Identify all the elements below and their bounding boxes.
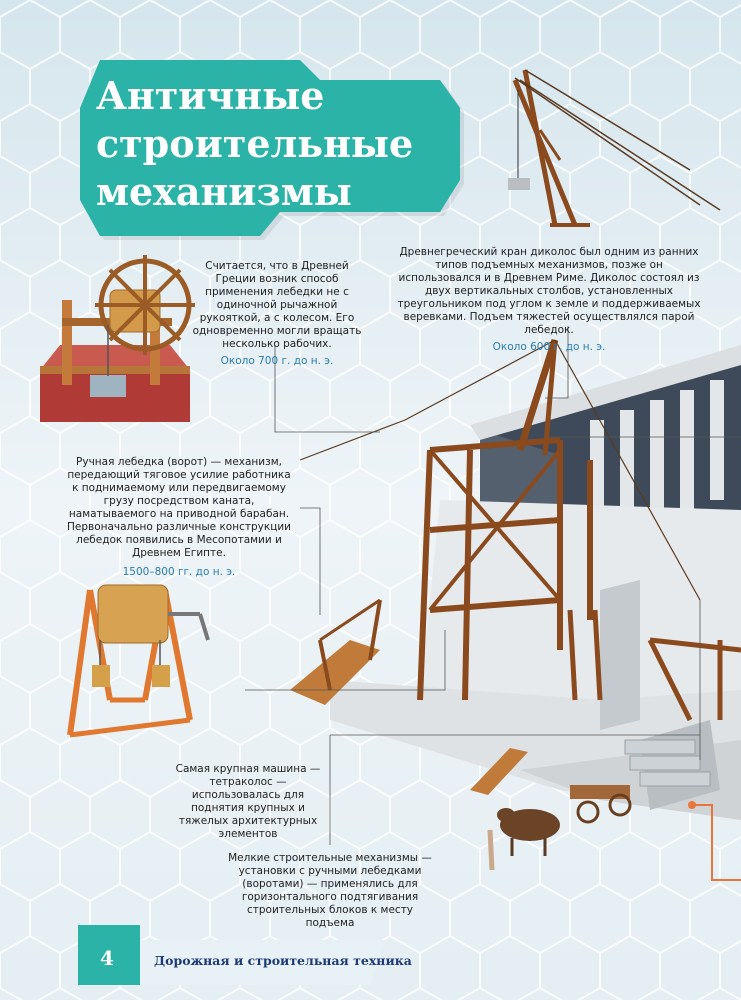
footer-bar	[78, 925, 385, 985]
section-title: Дорожная и строительная техника	[154, 953, 412, 968]
title-line-1: Античные	[96, 73, 325, 118]
small-mechanisms-note: Мелкие строительные механизмы — установк…	[225, 852, 435, 930]
callout-lines	[245, 326, 741, 845]
small-mechanisms-text: Мелкие строительные механизмы — установк…	[228, 852, 432, 929]
wheel-winch-note: Считается, что в Древней Греции возник с…	[188, 260, 366, 368]
stone-block	[508, 178, 530, 190]
title-line-2: строительные	[96, 121, 414, 166]
temple-construction	[330, 345, 741, 820]
wheel-winch-illustration	[40, 255, 195, 422]
title-banner	[80, 60, 464, 240]
hand-winch-note: Ручная лебедка (ворот) — механизм, перед…	[66, 456, 292, 579]
wheel-winch-date: Около 700 г. до н. э.	[220, 355, 334, 367]
page-number: 4	[100, 946, 114, 970]
stone-blocks-pile	[624, 739, 711, 787]
small-winch-platform	[290, 598, 528, 795]
hand-winch-text: Ручная лебедка (ворот) — механизм, перед…	[66, 456, 291, 559]
tetrakolos-tower	[417, 338, 593, 701]
title-line-3: механизмы	[96, 169, 352, 214]
wheel-winch-text: Считается, что в Древней Греции возник с…	[192, 260, 362, 350]
orange-callout	[692, 804, 741, 881]
tetrakolos-note: Самая крупная машина — тетраколос — испо…	[168, 763, 328, 841]
right-crane	[567, 609, 741, 722]
crane-ropes	[299, 339, 701, 601]
dikolos-text: Древнегреческий кран диколос был одним и…	[397, 246, 701, 336]
hand-winch-illustration	[67, 584, 210, 738]
dikolos-crane-small	[512, 69, 721, 227]
orange-marker-dot	[688, 801, 696, 809]
dikolos-date: Около 600 г. до н. э.	[492, 341, 606, 353]
ox-cart	[487, 785, 632, 871]
dikolos-note: Древнегреческий кран диколос был одним и…	[395, 246, 703, 354]
hand-winch-date: 1500–800 гг. до н. э.	[122, 566, 236, 578]
tetrakolos-text: Самая крупная машина — тетраколос — испо…	[175, 763, 321, 840]
page-title: Античные строительные механизмы	[96, 72, 426, 216]
